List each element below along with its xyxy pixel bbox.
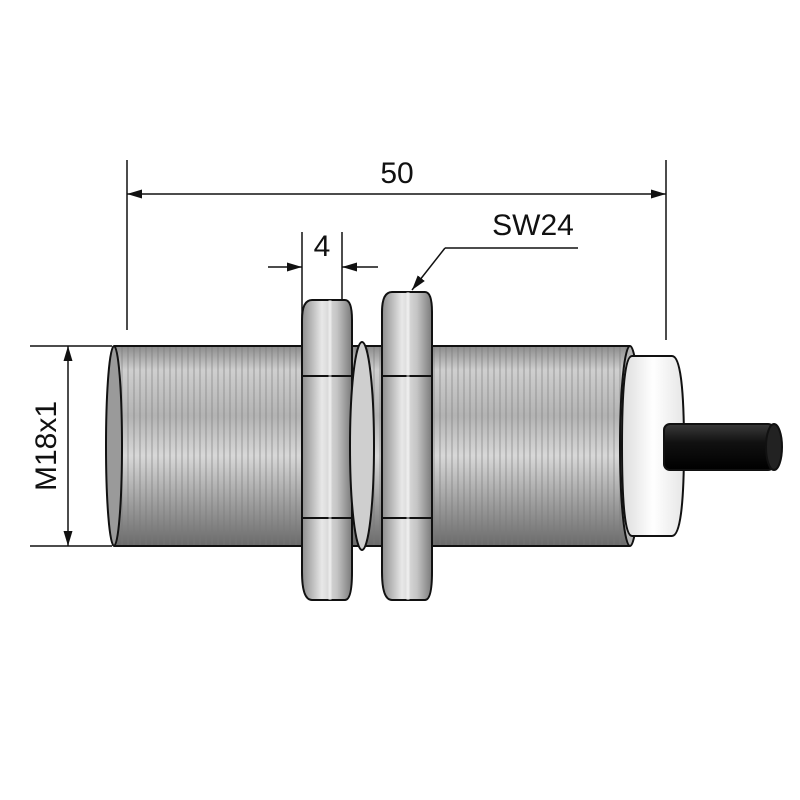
dimension-overall-length: 50 — [126, 157, 667, 340]
dimension-thread: M18x1 — [30, 345, 112, 547]
dimension-wrench-size: SW24 — [411, 209, 578, 291]
dimension-label-wrench: SW24 — [492, 209, 574, 242]
dimension-label-length: 50 — [380, 157, 413, 190]
dimension-label-thickness: 4 — [314, 230, 331, 263]
lock-ring — [349, 341, 375, 551]
hex-nut-2 — [381, 291, 433, 601]
dimension-label-thread: M18x1 — [30, 401, 63, 491]
dimension-nut-thickness: 4 — [268, 230, 378, 350]
threaded-barrel-right — [420, 345, 641, 547]
hex-nut-1 — [301, 299, 353, 601]
sensor-end-cap — [620, 355, 686, 537]
threaded-barrel-left — [105, 345, 312, 547]
cable — [663, 423, 783, 471]
